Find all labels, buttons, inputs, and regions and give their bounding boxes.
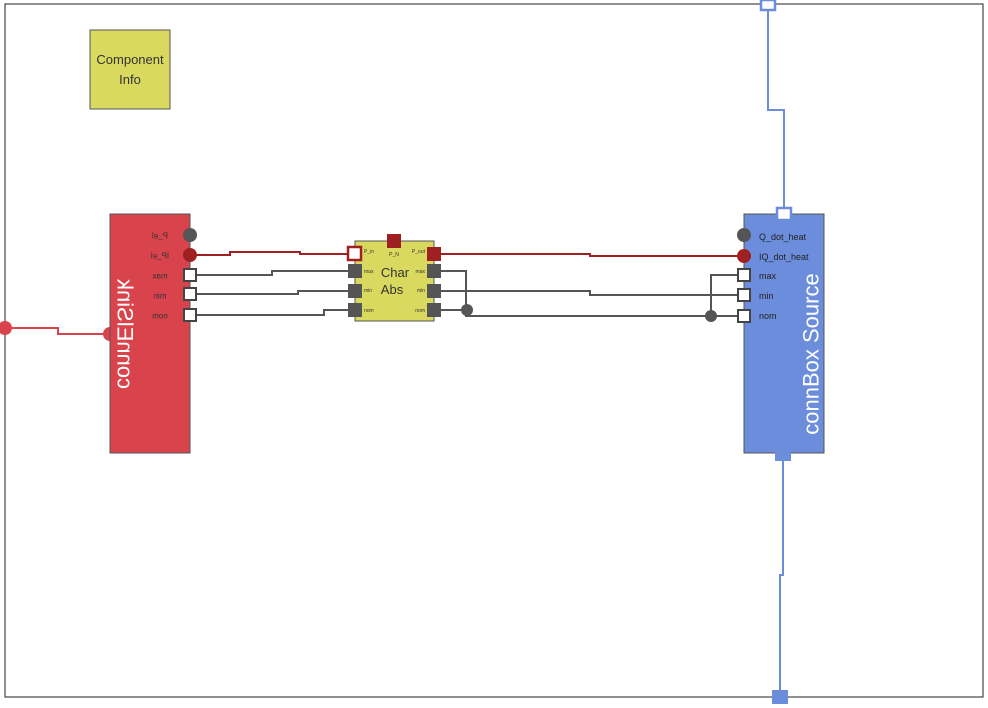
conn-el-sink-block[interactable]: connElSink P_el IP_el max min nom [109, 213, 191, 454]
source-port-label-iqdot: IQ_dot_heat [759, 252, 809, 262]
charabs-port-label-rmax: max [416, 269, 426, 275]
blue-wire-top[interactable] [767, 4, 785, 214]
charabs-port-pin[interactable] [346, 245, 363, 262]
charabs-port-label-lmin: min [364, 288, 372, 294]
charabs-port-label-rnom: nom [415, 308, 425, 314]
junction-dot-left [461, 304, 473, 316]
wire-charabs-max[interactable] [434, 270, 467, 310]
source-title: connBox Source [799, 273, 824, 434]
source-port-label-min: min [759, 291, 774, 301]
charabs-port-right-max[interactable] [427, 264, 441, 278]
source-port-nom[interactable] [737, 309, 751, 323]
source-port-qdot[interactable] [737, 228, 751, 242]
charabs-port-left-max[interactable] [348, 264, 362, 278]
charabs-port-label-pn: P_N [389, 252, 399, 258]
source-port-iqdot[interactable] [737, 249, 751, 263]
component-info-block[interactable]: Component Info [89, 29, 171, 110]
charabs-port-label-lmax: max [364, 269, 374, 275]
charabs-port-label-pout: P_out [412, 249, 426, 255]
diagram-frame [4, 3, 984, 698]
char-abs-block[interactable]: Char Abs P_N P_in max min nom P_out max … [354, 240, 435, 322]
sink-port-label-ipel: IP_el [151, 252, 169, 261]
charabs-port-pn[interactable] [387, 234, 401, 248]
source-port-max[interactable] [737, 268, 751, 282]
wire-sink-nom[interactable] [190, 309, 355, 316]
source-port-label-max: max [759, 271, 777, 281]
charabs-port-label-rmin: min [417, 288, 425, 294]
component-info-line1: Component [96, 52, 164, 67]
source-port-label-qdot: Q_dot_heat [759, 232, 807, 242]
external-red-terminal[interactable] [0, 321, 12, 335]
wire-source-max-loop[interactable] [710, 274, 744, 316]
blue-bottom-terminal[interactable] [772, 690, 788, 704]
sink-port-ipel[interactable] [183, 248, 197, 262]
source-port-label-nom: nom [759, 311, 777, 321]
wire-sink-to-charabs-power[interactable] [190, 251, 355, 256]
sink-port-label-max: max [152, 272, 167, 281]
blue-wire-bottom[interactable] [779, 455, 784, 697]
charabs-line2: Abs [381, 282, 404, 297]
charabs-port-label-pin: P_in [364, 249, 374, 255]
sink-port-label-nom: nom [152, 312, 168, 321]
conn-box-source-block[interactable]: connBox Source Q_dot_heat IQ_dot_heat ma… [743, 213, 825, 454]
sink-title: connElSink [113, 278, 138, 389]
charabs-port-pout[interactable] [427, 247, 441, 261]
junction-dot-right [705, 310, 717, 322]
source-port-top[interactable] [775, 206, 793, 222]
charabs-port-left-nom[interactable] [348, 303, 362, 317]
wire-sink-min[interactable] [190, 290, 355, 295]
wire-charabs-min[interactable] [434, 290, 744, 296]
charabs-line1: Char [381, 265, 410, 280]
sink-port-max[interactable] [183, 268, 197, 282]
component-info-line2: Info [119, 72, 141, 87]
source-port-bottom[interactable] [775, 449, 791, 461]
charabs-port-label-lnom: nom [364, 308, 374, 314]
charabs-port-left-min[interactable] [348, 284, 362, 298]
sink-port-min[interactable] [183, 287, 197, 301]
wire-charabs-to-source-power[interactable] [434, 253, 744, 257]
external-red-wire[interactable] [5, 327, 110, 335]
source-port-min[interactable] [737, 288, 751, 302]
charabs-port-right-min[interactable] [427, 284, 441, 298]
sink-port-label-pel: P_el [152, 232, 168, 241]
wire-sink-max[interactable] [190, 270, 355, 276]
wire-charabs-nom[interactable] [434, 309, 744, 317]
sink-port-nom[interactable] [183, 308, 197, 322]
sink-port-label-min: min [154, 292, 167, 301]
sink-port-pel[interactable] [183, 228, 197, 242]
blue-top-terminal[interactable] [759, 0, 777, 12]
charabs-port-right-nom[interactable] [427, 303, 441, 317]
